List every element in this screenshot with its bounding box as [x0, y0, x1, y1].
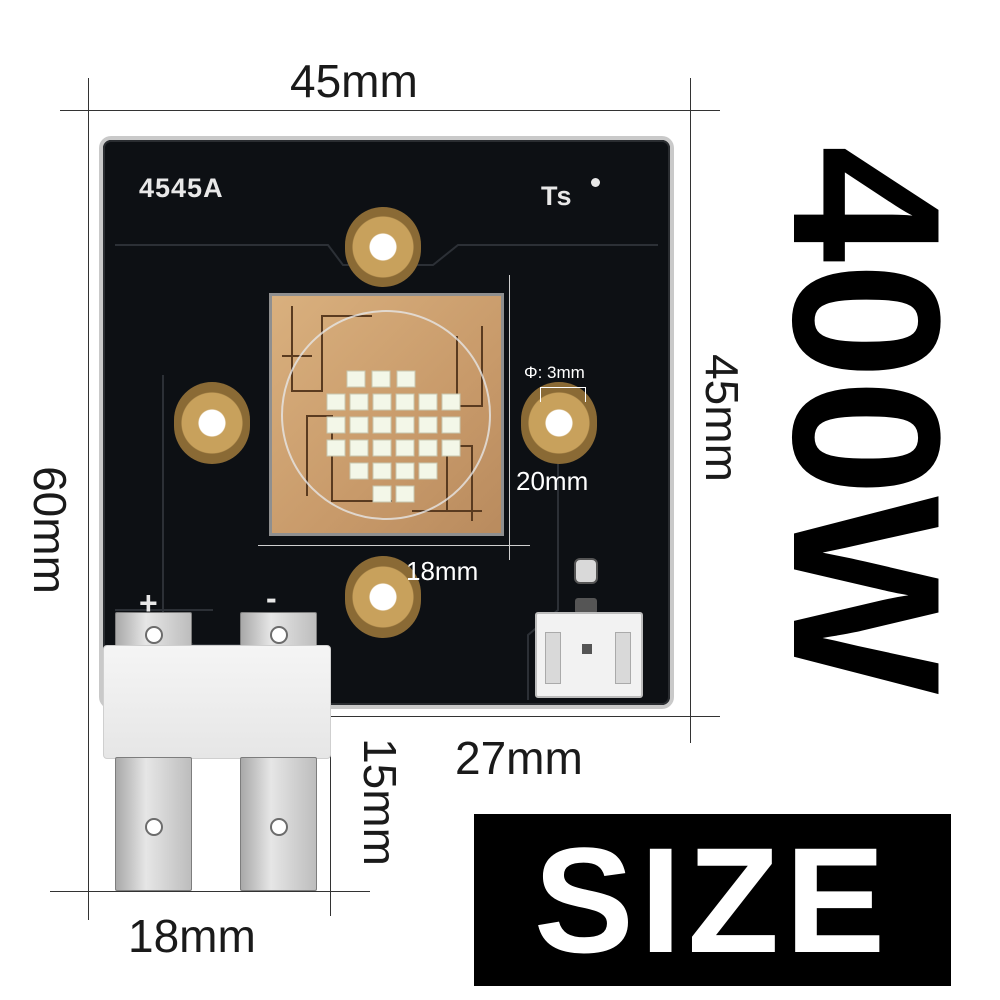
top-mounting-hole	[345, 207, 421, 287]
led-emitter	[372, 393, 392, 411]
terminal-width-label: 18mm	[128, 910, 256, 962]
top-dimension-line	[60, 110, 720, 111]
size-label: SIZE	[533, 816, 892, 984]
terminal-bottom-line	[50, 891, 370, 892]
led-emitter	[372, 416, 392, 434]
led-emitter	[346, 370, 366, 388]
led-emitter	[326, 393, 346, 411]
connector-pin	[582, 644, 592, 654]
top-left-extension-line	[88, 78, 89, 920]
terminal-insulator	[103, 645, 331, 759]
top-right-extension-line	[690, 78, 691, 743]
led-emitter	[395, 393, 415, 411]
led-emitter	[418, 439, 438, 457]
led-emitter	[395, 416, 415, 434]
led-emitter	[395, 439, 415, 457]
negative-terminal-tab	[240, 757, 317, 891]
ts-label: Ts	[541, 181, 573, 211]
thermistor-leads	[575, 598, 597, 614]
hole-diameter-label: Φ: 3mm	[524, 363, 585, 382]
chip-bottom-line	[258, 545, 530, 546]
positive-terminal-screw	[145, 626, 163, 644]
connector-socket	[535, 612, 643, 698]
led-emitter	[395, 485, 415, 503]
led-emitter	[326, 439, 346, 457]
terminal-height-label: 15mm	[354, 738, 406, 866]
positive-terminal-tab	[115, 757, 192, 891]
right-height-label: 45mm	[696, 354, 748, 482]
led-emitter	[418, 393, 438, 411]
right-mounting-hole	[521, 382, 597, 464]
led-emitter	[349, 416, 369, 434]
led-emitter	[441, 416, 461, 434]
ts-dot	[591, 178, 600, 187]
chip-right-line	[509, 275, 510, 560]
size-banner: SIZE	[474, 814, 951, 986]
chip-width-label: 18mm	[406, 556, 479, 586]
led-emitter	[349, 462, 369, 480]
chip-height-label: 20mm	[516, 466, 589, 496]
led-emitter	[418, 416, 438, 434]
led-emitter	[372, 439, 392, 457]
led-emitter	[326, 416, 346, 434]
led-emitter	[372, 485, 392, 503]
led-emitter	[349, 393, 369, 411]
led-emitter	[395, 462, 415, 480]
minus-label: -	[266, 580, 277, 616]
led-emitter	[372, 462, 392, 480]
led-emitter	[441, 439, 461, 457]
led-chip	[269, 293, 504, 536]
led-emitter	[396, 370, 416, 388]
terminal-right-extension-line	[330, 716, 331, 916]
connector-left-latch	[545, 632, 561, 684]
led-emitter	[349, 439, 369, 457]
top-width-label: 45mm	[290, 55, 418, 107]
negative-terminal-screw	[270, 626, 288, 644]
bottom-mounting-hole	[345, 556, 421, 638]
thermistor	[574, 558, 598, 584]
negative-tab-hole	[270, 818, 288, 836]
power-rating-label: 400W	[749, 145, 984, 695]
led-emitter	[418, 462, 438, 480]
bottom-width-label: 27mm	[455, 732, 583, 784]
positive-tab-hole	[145, 818, 163, 836]
left-height-label: 60mm	[24, 466, 76, 594]
led-array	[281, 306, 491, 521]
board-model-label: 4545A	[139, 173, 224, 203]
bottom-board-dimension-line	[330, 716, 720, 717]
led-emitter	[441, 393, 461, 411]
hole-diameter-bracket	[540, 387, 586, 402]
left-mounting-hole	[174, 382, 250, 464]
connector-right-latch	[615, 632, 631, 684]
led-emitter	[371, 370, 391, 388]
